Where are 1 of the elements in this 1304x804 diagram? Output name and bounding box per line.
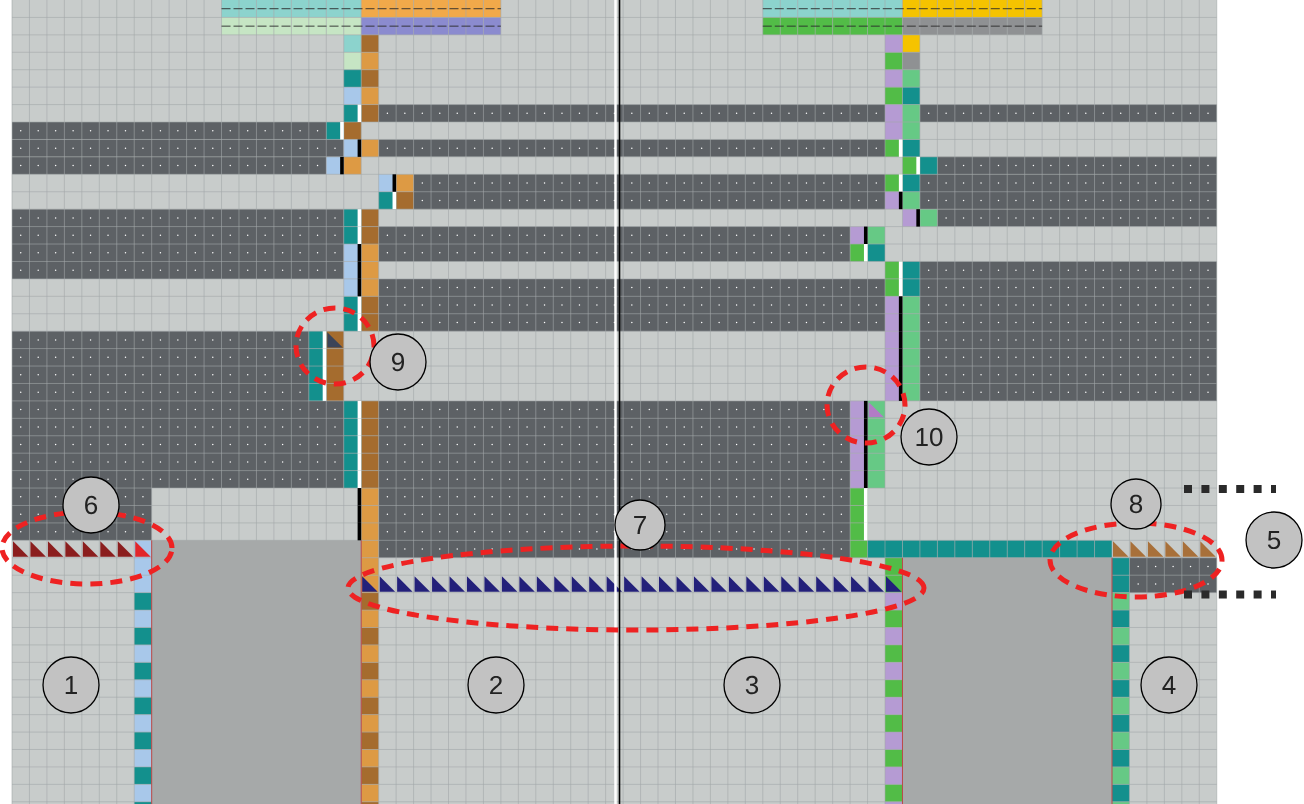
- callout-number: 5: [1245, 511, 1303, 569]
